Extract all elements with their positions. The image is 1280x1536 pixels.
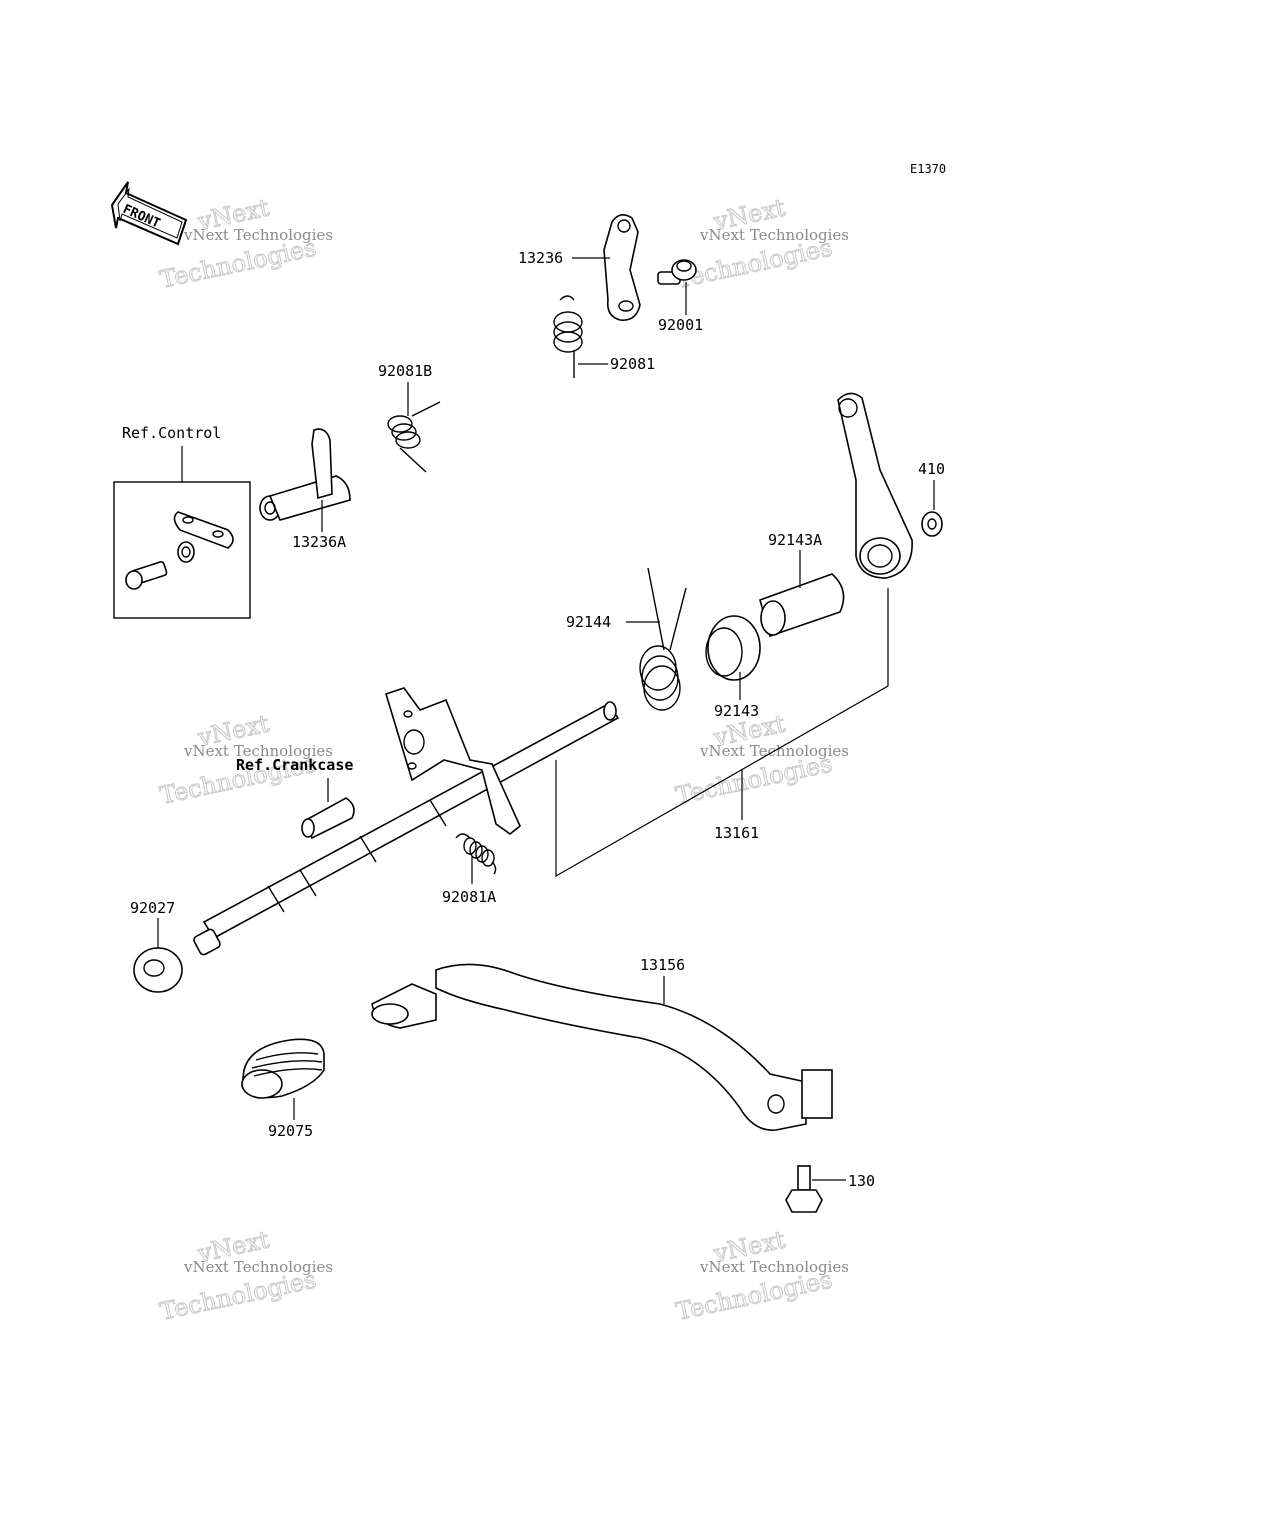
front-arrow-icon: FRONT — [110, 181, 188, 246]
watermark-top-right: vNext Technologies vNext Technologies — [673, 193, 849, 294]
watermark-bottom-left: vNext Technologies vNext Technologies — [157, 1225, 333, 1326]
part-92075-rubber — [241, 1038, 325, 1099]
ref-control-box — [113, 481, 251, 619]
part-label-92075: 92075 — [268, 1122, 313, 1140]
part-label-92027: 92027 — [130, 899, 175, 917]
part-92143A-collar — [759, 573, 845, 638]
assembly-bracket — [555, 588, 889, 878]
part-92144-spring — [639, 567, 687, 711]
part-13161-shaft — [193, 687, 620, 956]
part-label-92143A: 92143A — [768, 531, 822, 549]
part-label-92143: 92143 — [714, 702, 759, 720]
part-label-92081B: 92081B — [378, 362, 432, 380]
ref-control-parts — [125, 511, 234, 590]
ref-crankcase-label: Ref.Crankcase — [236, 756, 353, 774]
part-label-13161: 13161 — [714, 824, 759, 842]
part-link-arm — [837, 392, 913, 579]
watermark-text: vNext Technologies — [183, 1258, 333, 1276]
part-92081B-spring — [387, 401, 441, 473]
part-92001-bolt — [657, 259, 697, 285]
part-13236-arm — [603, 214, 641, 322]
crankcase-pin — [301, 797, 355, 840]
part-92027-washer — [133, 947, 183, 993]
watermark-mid-right: vNext Technologies vNext Technologies — [673, 709, 849, 810]
part-label-13236A: 13236A — [292, 533, 346, 551]
part-label-92001: 92001 — [658, 316, 703, 334]
watermark-text: vNext Technologies — [699, 226, 849, 244]
diagram-code: E1370 — [910, 162, 946, 176]
watermark-text: vNext Technologies — [699, 1258, 849, 1276]
part-130-bolt — [785, 1165, 823, 1213]
part-label-410: 410 — [918, 460, 945, 478]
watermark-bottom-right: vNext Technologies vNext Technologies — [673, 1225, 849, 1326]
watermark-text: vNext Technologies — [183, 742, 333, 760]
part-label-92081: 92081 — [610, 355, 655, 373]
part-label-130: 130 — [848, 1172, 875, 1190]
watermark-text: vNext Technologies — [183, 226, 333, 244]
part-label-92144: 92144 — [566, 613, 611, 631]
part-label-13156: 13156 — [640, 956, 685, 974]
part-13236A-lever — [259, 428, 351, 521]
part-13156-pedal — [371, 963, 833, 1131]
part-92081-spring — [553, 295, 583, 378]
part-410-washer — [921, 511, 943, 537]
part-label-13236: 13236 — [518, 249, 563, 267]
watermark-top-left: vNext Technologies vNext Technologies — [157, 193, 333, 294]
part-92081A-spring — [455, 833, 497, 875]
part-92143-bushing — [705, 615, 761, 681]
part-label-92081A: 92081A — [442, 888, 496, 906]
ref-control-label: Ref.Control — [122, 424, 221, 442]
